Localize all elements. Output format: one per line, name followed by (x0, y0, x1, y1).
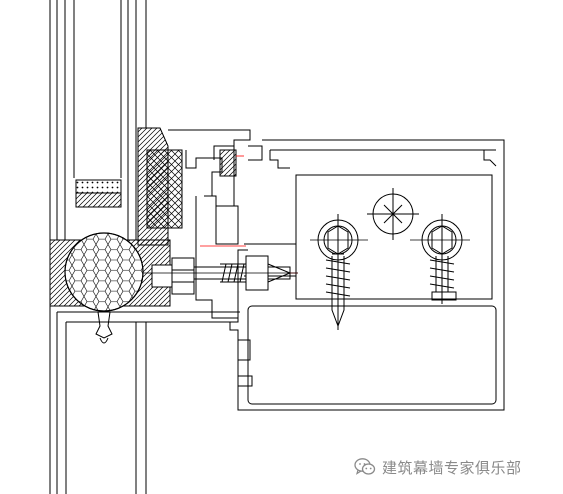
structural-silicone (137, 127, 183, 246)
self-tapping-screw-left (317, 214, 359, 330)
self-tapping-screw-right (421, 214, 463, 304)
center-axis-line (142, 239, 470, 274)
watermark-text: 建筑幕墙专家俱乐部 (382, 458, 522, 477)
weather-seal-joint (49, 232, 171, 312)
watermark: 建筑幕墙专家俱乐部 (354, 455, 522, 479)
setting-block-clip (95, 311, 113, 344)
center-mark (367, 188, 419, 240)
mullion-profile (229, 139, 505, 411)
glazing-unit (49, 0, 147, 240)
fixing-bolt-assembly (151, 255, 292, 295)
insulating-spacer (75, 179, 122, 208)
dimension-lines (200, 155, 298, 274)
wechat-icon (354, 458, 376, 475)
pressure-plate-profile (168, 129, 263, 319)
lower-glazing-unit (49, 306, 240, 494)
